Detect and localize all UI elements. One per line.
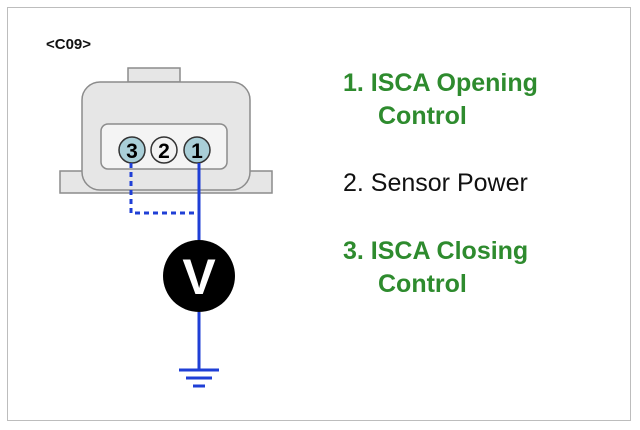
pin-3: 3 xyxy=(118,136,146,164)
legend-item-3-line2: Control xyxy=(378,270,467,298)
pin-3-dashed-wire xyxy=(129,163,199,215)
pin-1: 1 xyxy=(183,136,211,164)
ground-icon xyxy=(179,368,219,388)
pin-3-number: 3 xyxy=(126,140,138,163)
legend-item-1-line1: 1. ISCA Opening xyxy=(343,69,538,97)
legend-item-3-line1: 3. ISCA Closing xyxy=(343,237,529,265)
legend-item-1-line2: Control xyxy=(378,102,467,130)
pin-1-circle xyxy=(183,136,211,164)
pin-1-number: 1 xyxy=(191,140,203,163)
pin-2-number: 2 xyxy=(158,140,170,163)
voltmeter: V xyxy=(163,240,235,312)
pin-2-circle xyxy=(150,136,178,164)
diagram-frame xyxy=(7,7,631,421)
connector-housing xyxy=(59,67,273,194)
legend-item-2-line1: 2. Sensor Power xyxy=(343,169,528,197)
voltmeter-circle xyxy=(163,240,235,312)
voltmeter-symbol: V xyxy=(182,249,216,305)
pin-2: 2 xyxy=(150,136,178,164)
connector-id-label: <C09> xyxy=(46,36,92,53)
connector-latch xyxy=(127,67,181,83)
